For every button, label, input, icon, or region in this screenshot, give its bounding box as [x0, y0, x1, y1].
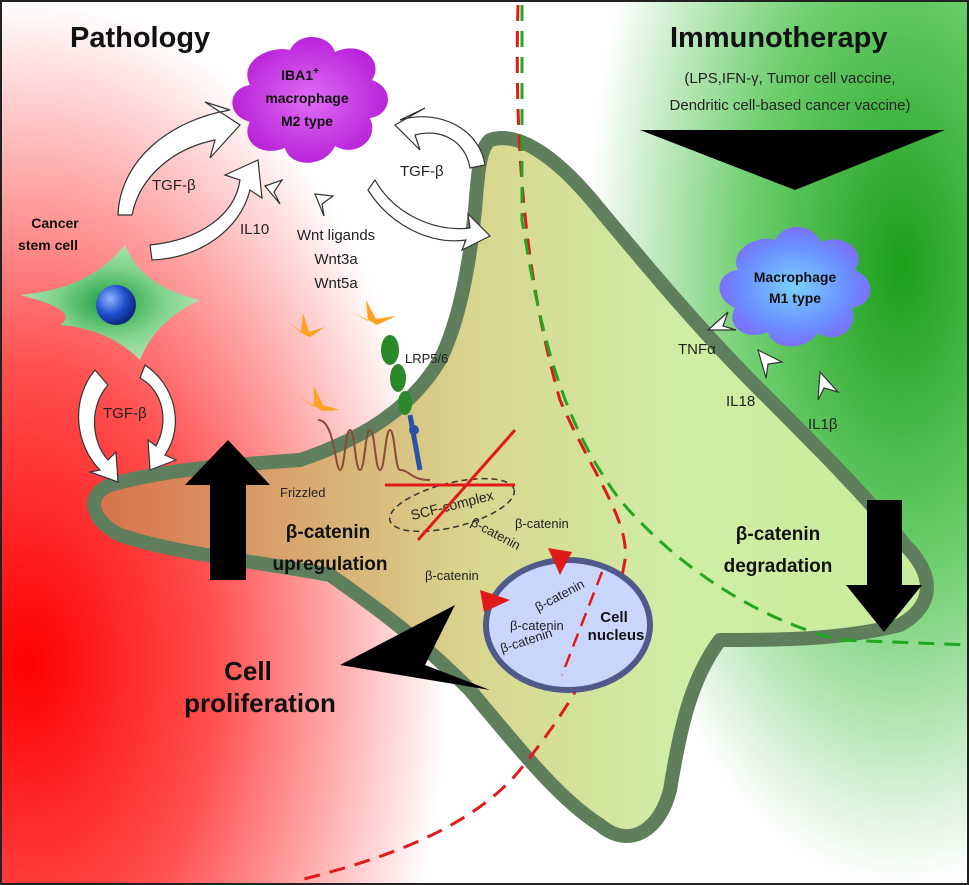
nucleus-label-1: Cell [600, 609, 628, 626]
il1b-arrowhead [817, 370, 840, 401]
cancer-stem-cell-label-2: stem cell [18, 237, 78, 253]
tgf-beta-left-label: TGF-β [152, 177, 196, 194]
tnfa-arrowhead [706, 311, 737, 331]
immunotherapy-subtitle-2: Dendritic cell-based cancer vaccine) [670, 97, 911, 114]
m2-label-2: macrophage [265, 90, 348, 106]
frizzled-label: Frizzled [280, 485, 326, 500]
wnt-ligand-2 [352, 300, 396, 325]
il10-label: IL10 [240, 221, 269, 238]
curved-arrow-csc-lower-left [77, 369, 119, 483]
wnt-ligands-label: Wnt ligands [297, 227, 375, 244]
cell-body [87, 131, 934, 843]
curved-arrow-left-upper [117, 101, 241, 216]
red-arrowhead-2 [480, 590, 510, 612]
wnt-arrowhead [314, 193, 335, 217]
curved-arrow-left-lower [149, 159, 263, 261]
immunotherapy-subtitle-1: (LPS,IFN-γ, Tumor cell vaccine, [684, 70, 895, 87]
cancer-stem-cell-nucleus [96, 285, 136, 325]
nucleus-label-2: nucleus [588, 627, 645, 644]
tgf-beta-right-label: TGF-β [400, 163, 444, 180]
il18-label: IL18 [726, 393, 755, 410]
upregulation-arrow [185, 440, 270, 580]
m2-label-1: IBA1+ [281, 66, 319, 83]
tnfa-label: TNFα [678, 341, 716, 358]
curved-arrow-csc-lower-right [139, 364, 178, 471]
pathology-title: Pathology [70, 22, 210, 54]
nucleus-red-slash [560, 571, 604, 676]
scf-cross-line-2 [416, 429, 517, 541]
il10-arrowhead [263, 178, 284, 205]
curved-arrow-right-upper [394, 107, 486, 169]
red-arrowhead-1 [548, 548, 572, 575]
proliferation-label-2: proliferation [184, 688, 336, 718]
beta-catenin-1: β-catenin [515, 516, 569, 531]
lrp-label: LRP5/6 [405, 351, 448, 366]
cell-nucleus [483, 557, 653, 693]
frizzled-receptor [317, 419, 431, 481]
degradation-arrow [846, 500, 922, 632]
proliferation-arrow [340, 605, 490, 690]
proliferation-label-1: Cell [224, 656, 272, 686]
m1-label-2: M1 type [769, 290, 821, 306]
degradation-label-2: degradation [724, 556, 833, 577]
immunotherapy-title: Immunotherapy [670, 22, 888, 54]
green-dashed-boundary [520, 5, 969, 647]
m2-macrophage-shape [232, 37, 388, 163]
wnt3a-label: Wnt3a [314, 251, 358, 268]
degradation-label-1: β-catenin [736, 524, 820, 545]
lrp-receptor [381, 335, 423, 471]
immunotherapy-chevron [640, 130, 945, 190]
m1-macrophage-shape [719, 227, 871, 347]
beta-catenin-3: β-catenin [425, 568, 479, 583]
m1-label-1: Macrophage [754, 269, 837, 285]
il18-arrowhead [757, 348, 784, 379]
wnt-ligand-1 [287, 313, 325, 337]
tgf-beta-lower-label: TGF-β [103, 405, 147, 422]
m2-label-3: M2 type [281, 113, 333, 129]
upregulation-label-1: β-catenin [286, 522, 370, 543]
curved-arrow-right-lower [367, 178, 492, 252]
beta-catenin-nucleus-2: β-catenin [510, 618, 564, 633]
cancer-stem-cell-label-1: Cancer [31, 215, 79, 231]
il1b-label: IL1β [808, 416, 838, 433]
wnt5a-label: Wnt5a [314, 275, 358, 292]
wnt-ligand-3 [298, 386, 340, 411]
upregulation-label-2: upregulation [272, 554, 387, 575]
